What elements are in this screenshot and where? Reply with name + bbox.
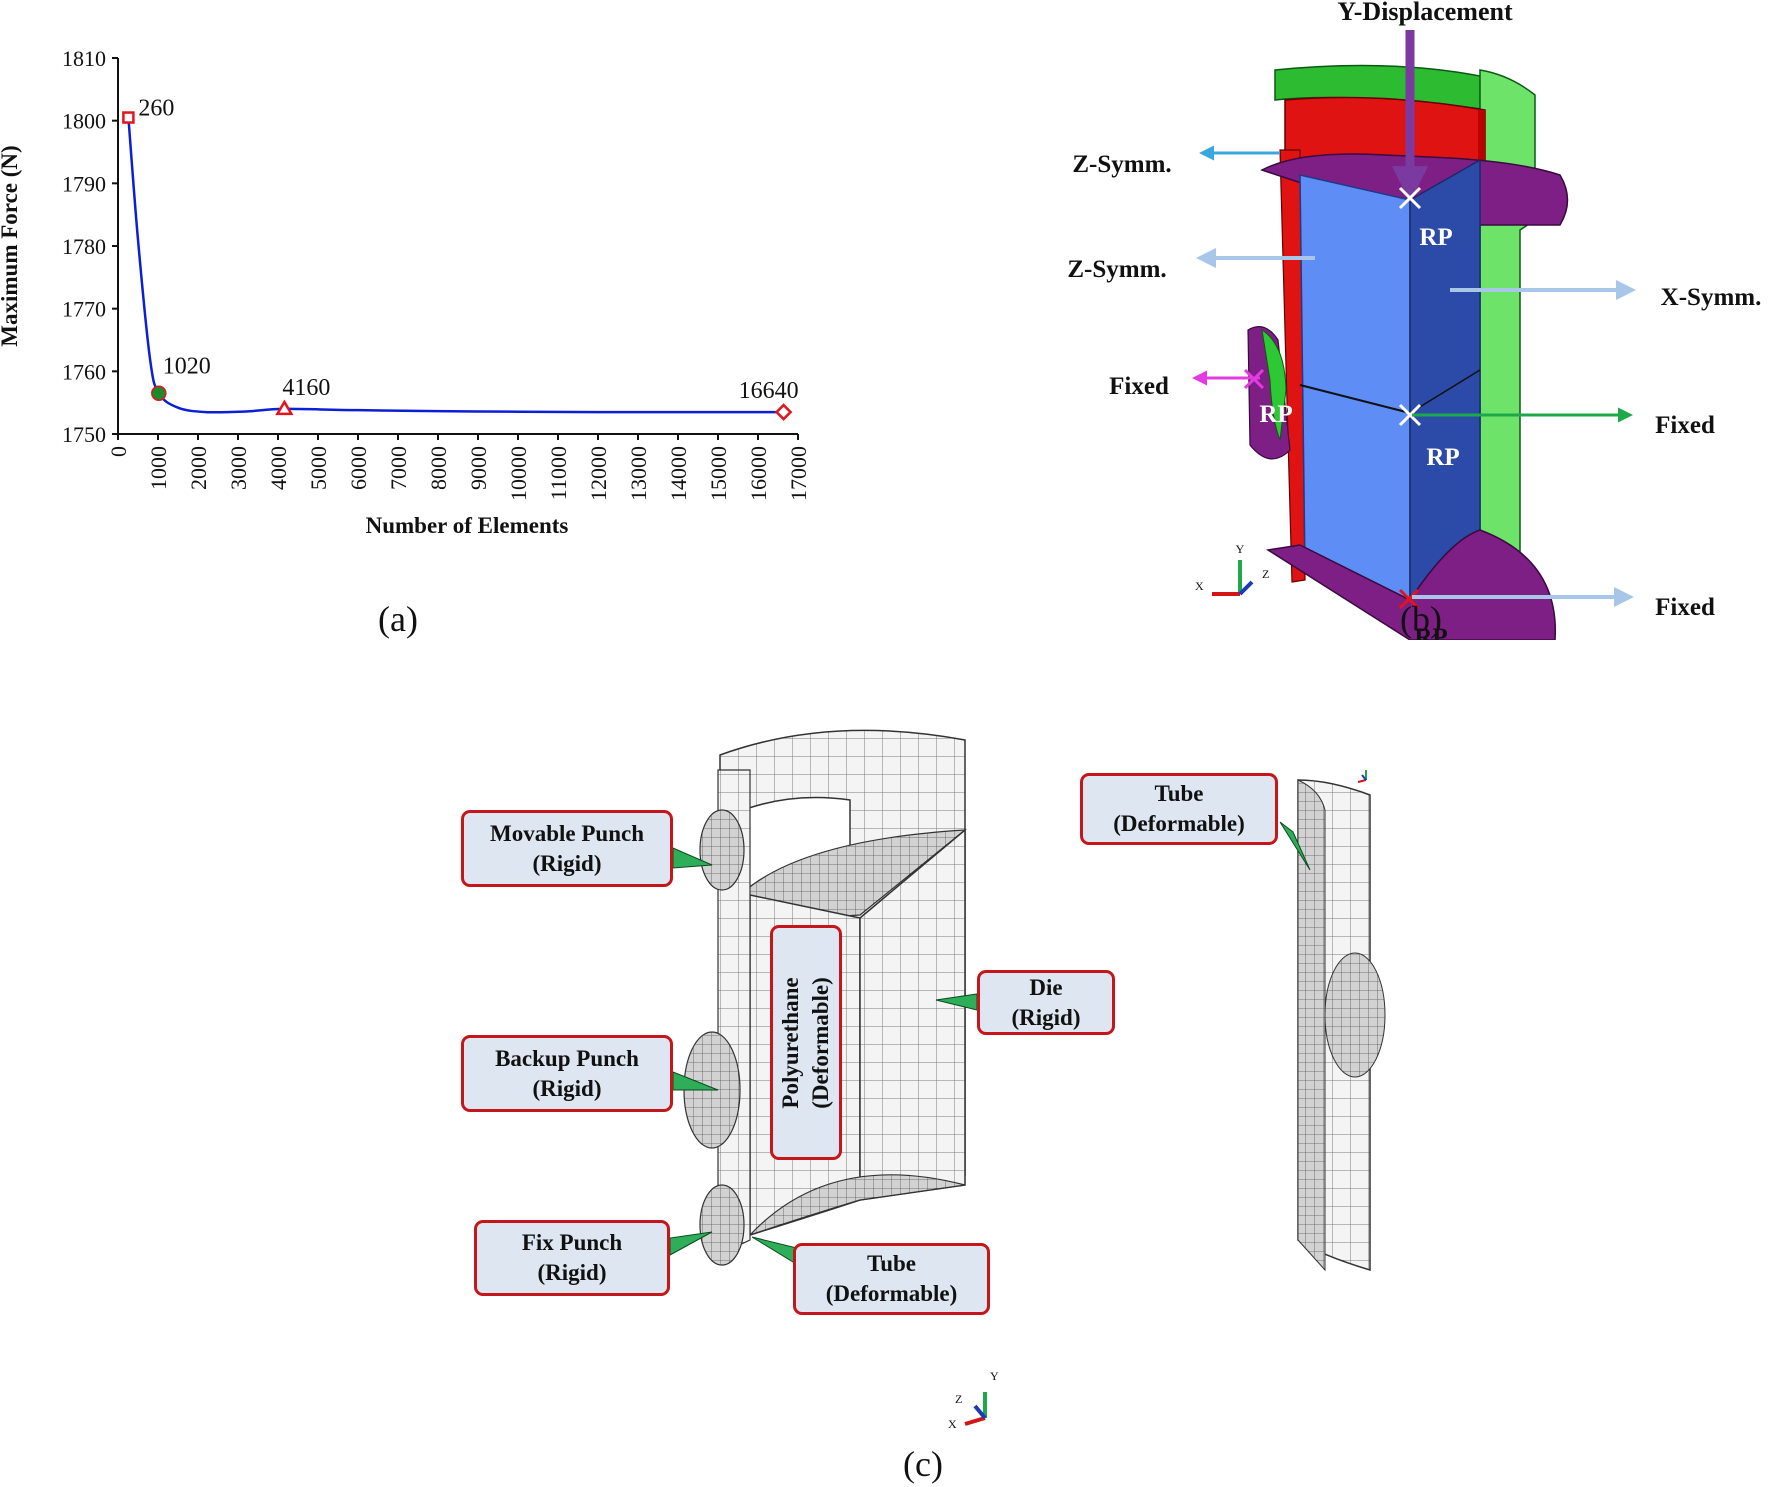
backup-punch-disc: [683, 1031, 741, 1149]
callout-movable-punch: Movable Punch(Rigid): [461, 810, 673, 887]
y-tick-label: 1750: [62, 422, 106, 447]
callout-leaders: [669, 821, 1311, 1263]
x-tick-label: 3000: [226, 446, 251, 490]
svg-text:X: X: [1195, 579, 1204, 593]
x-tick-label: 6000: [346, 446, 371, 490]
polyurethane-front: [1299, 174, 1411, 601]
data-point-260: [122, 111, 135, 124]
label-fixed-right: Fixed: [1655, 412, 1715, 439]
tube-mesh: [717, 769, 751, 1256]
callout-backup-punch: Backup Punch(Rigid): [461, 1035, 673, 1112]
label-z-symm-2: Z-Symm.: [1067, 256, 1166, 283]
x-tick-label: 5000: [306, 446, 331, 490]
x-tick-label: 12000: [586, 446, 611, 501]
x-tick-label: 7000: [386, 446, 411, 490]
svg-text:X: X: [948, 1417, 957, 1431]
data-point-16640: [774, 403, 793, 421]
callout-fix-punch: Fix Punch(Rigid): [474, 1220, 670, 1296]
label-rp-bottom: RP: [1414, 624, 1447, 640]
x-axis-label: Number of Elements: [366, 513, 569, 538]
movable-punch-disc: [699, 809, 745, 891]
callout-tube-bottom: Tube(Deformable): [793, 1243, 990, 1315]
movable-punch-mesh: [738, 829, 967, 917]
axis-triad-c: Y X Z: [948, 1369, 999, 1431]
tube-standalone-mesh: [1297, 779, 1371, 1272]
data-point-4160: [275, 399, 294, 416]
axis-triad-b: Y X Z: [1195, 542, 1269, 596]
svg-text:Y: Y: [990, 1369, 999, 1383]
label-rp-center: RP: [1426, 444, 1459, 471]
axis-triad-c-small: [1357, 770, 1367, 783]
svg-text:Z: Z: [1262, 567, 1269, 581]
label-z-symm-1: Z-Symm.: [1072, 151, 1171, 178]
x-tick-label: 9000: [466, 446, 491, 490]
x-tick-label: 2000: [186, 446, 211, 490]
fix-punch: [1265, 529, 1557, 640]
x-axis-ticks: 0 1000 2000 3000 4000 5000 6000 7000 8000 9000 100…: [106, 434, 811, 501]
convergence-chart: 1750 1760 1770 1780 1790 1800 1810 0 1000 2000 30…: [0, 46, 811, 538]
data-markers: 260 1020 4160 16640: [122, 96, 799, 421]
x-tick-label: 15000: [706, 446, 731, 501]
y-tick-label: 1770: [62, 297, 106, 322]
caption-a: (a): [378, 599, 418, 639]
fix-punch-disc: [699, 1184, 745, 1266]
y-tick-label: 1790: [62, 171, 106, 196]
label-y-displacement: Y-Displacement: [1337, 0, 1513, 26]
data-label-4160: 4160: [282, 375, 330, 401]
y-tick-label: 1810: [62, 46, 106, 71]
y-tick-label: 1760: [62, 359, 106, 384]
label-rp-top: RP: [1419, 224, 1452, 251]
y-axis-ticks: 1750 1760 1770 1780 1790 1800 1810: [62, 46, 118, 447]
boundary-conditions-figure: Y-Displacement Z-Symm. Z-Symm. X-Symm. F…: [1067, 0, 1762, 640]
svg-text:Y: Y: [1236, 542, 1245, 556]
label-rp-left: RP: [1259, 401, 1292, 428]
callout-tube-right: Tube(Deformable): [1080, 773, 1278, 845]
x-tick-label: 17000: [786, 446, 811, 501]
data-label-16640: 16640: [739, 378, 799, 404]
x-tick-label: 14000: [666, 446, 691, 501]
x-tick-label: 8000: [426, 446, 451, 490]
label-fixed-bottom: Fixed: [1655, 594, 1715, 621]
y-tick-label: 1780: [62, 234, 106, 259]
x-tick-label: 11000: [546, 446, 571, 500]
y-tick-label: 1800: [62, 109, 106, 134]
series-line: [127, 117, 784, 414]
x-tick-label: 4000: [266, 446, 291, 490]
die-mesh: [719, 729, 966, 1177]
rp-markers: [1398, 186, 1422, 427]
x-tick-label: 10000: [506, 446, 531, 501]
callout-die: Die(Rigid): [977, 970, 1115, 1035]
svg-text:Z: Z: [955, 1392, 962, 1406]
data-label-1020: 1020: [163, 353, 211, 379]
label-x-symm: X-Symm.: [1661, 284, 1762, 311]
x-tick-label: 1000: [146, 446, 171, 490]
caption-c: (c): [903, 1444, 943, 1484]
y-axis-label: Maximum Force (N): [0, 145, 22, 346]
data-point-1020: [151, 385, 167, 402]
x-tick-label: 16000: [746, 446, 771, 501]
x-tick-label: 13000: [626, 446, 651, 501]
callout-polyurethane: Polyurethane(Deformable): [770, 925, 842, 1160]
caption-b: (b): [1400, 599, 1442, 639]
x-tick-label: 0: [106, 446, 131, 457]
data-label-260: 260: [138, 96, 174, 122]
label-fixed-left: Fixed: [1109, 373, 1169, 400]
